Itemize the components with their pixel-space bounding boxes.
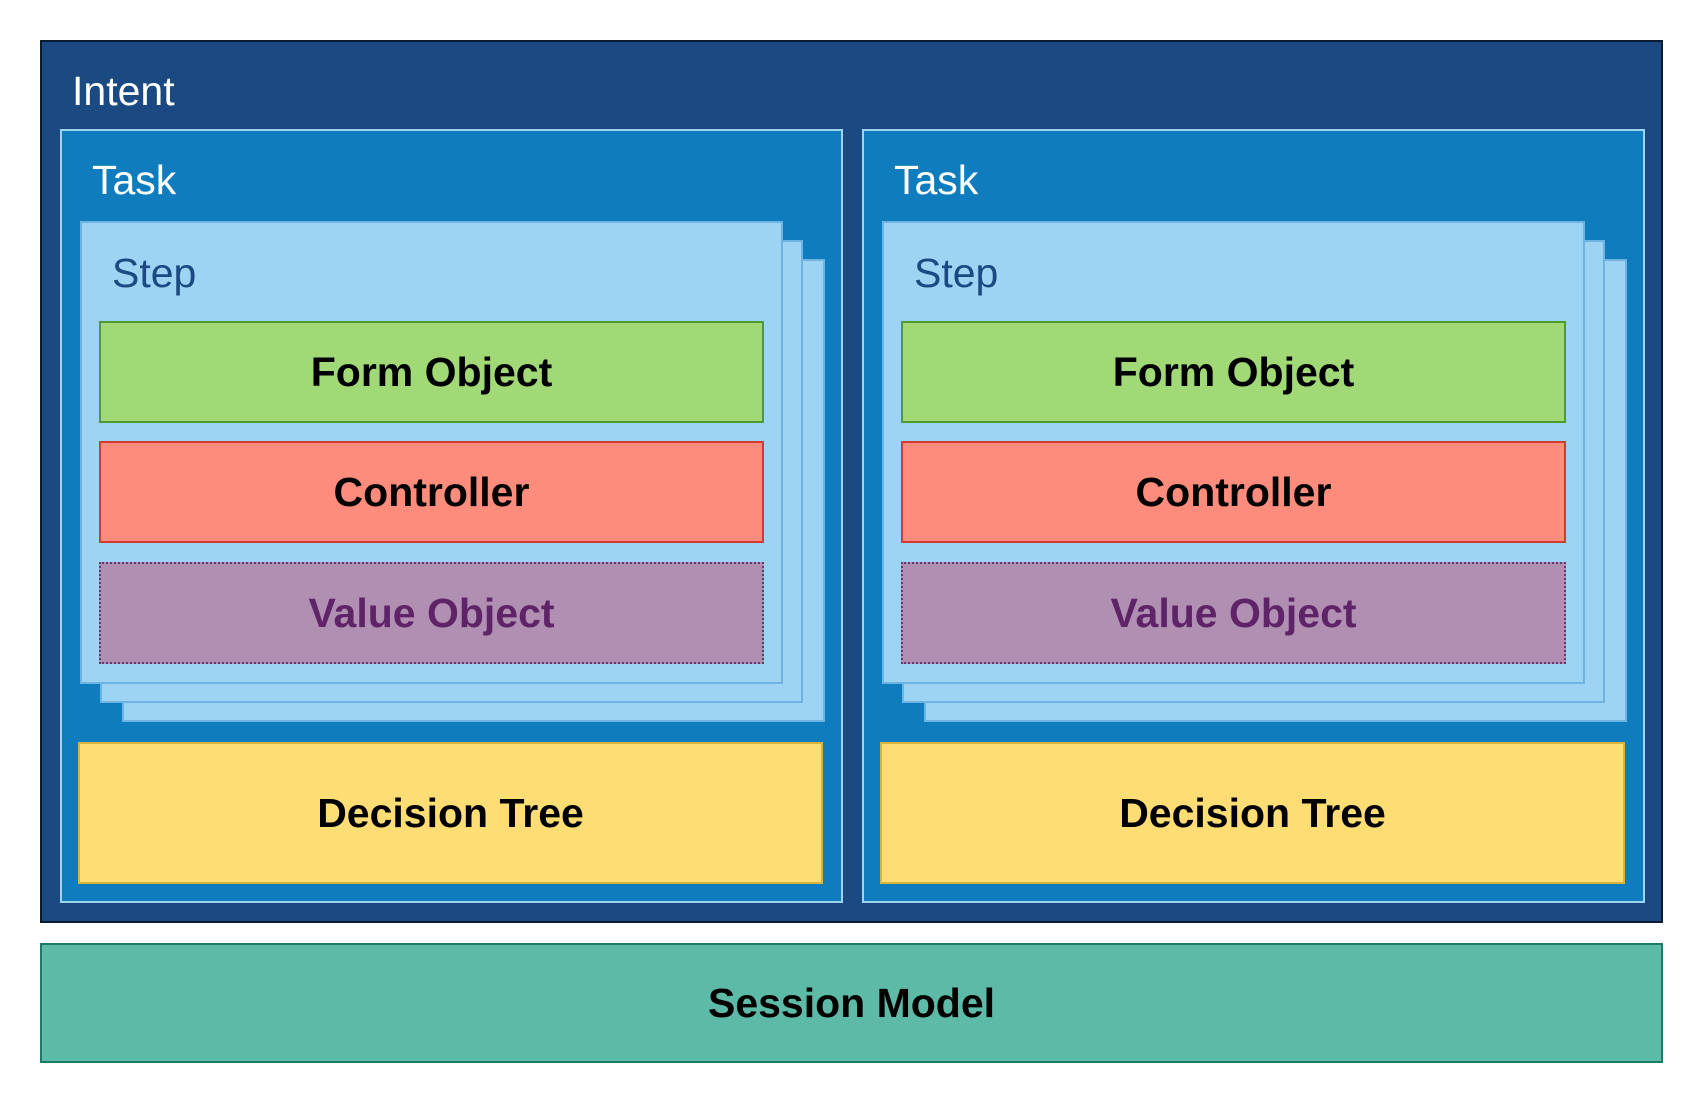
- task-label-right: Task: [894, 157, 979, 203]
- intent-label: Intent: [72, 68, 175, 114]
- controller-box-right: Controller: [901, 441, 1566, 543]
- session-model-box: Session Model: [40, 943, 1663, 1063]
- step-label-left: Step: [112, 250, 197, 296]
- value-object-box-right: Value Object: [901, 562, 1566, 664]
- form-object-box-left: Form Object: [99, 321, 764, 423]
- controller-box-left: Controller: [99, 441, 764, 543]
- task-label-left: Task: [92, 157, 177, 203]
- decision-tree-box-right: Decision Tree: [880, 742, 1625, 884]
- decision-tree-box-left: Decision Tree: [78, 742, 823, 884]
- step-label-right: Step: [914, 250, 999, 296]
- value-object-box-left: Value Object: [99, 562, 764, 664]
- form-object-box-right: Form Object: [901, 321, 1566, 423]
